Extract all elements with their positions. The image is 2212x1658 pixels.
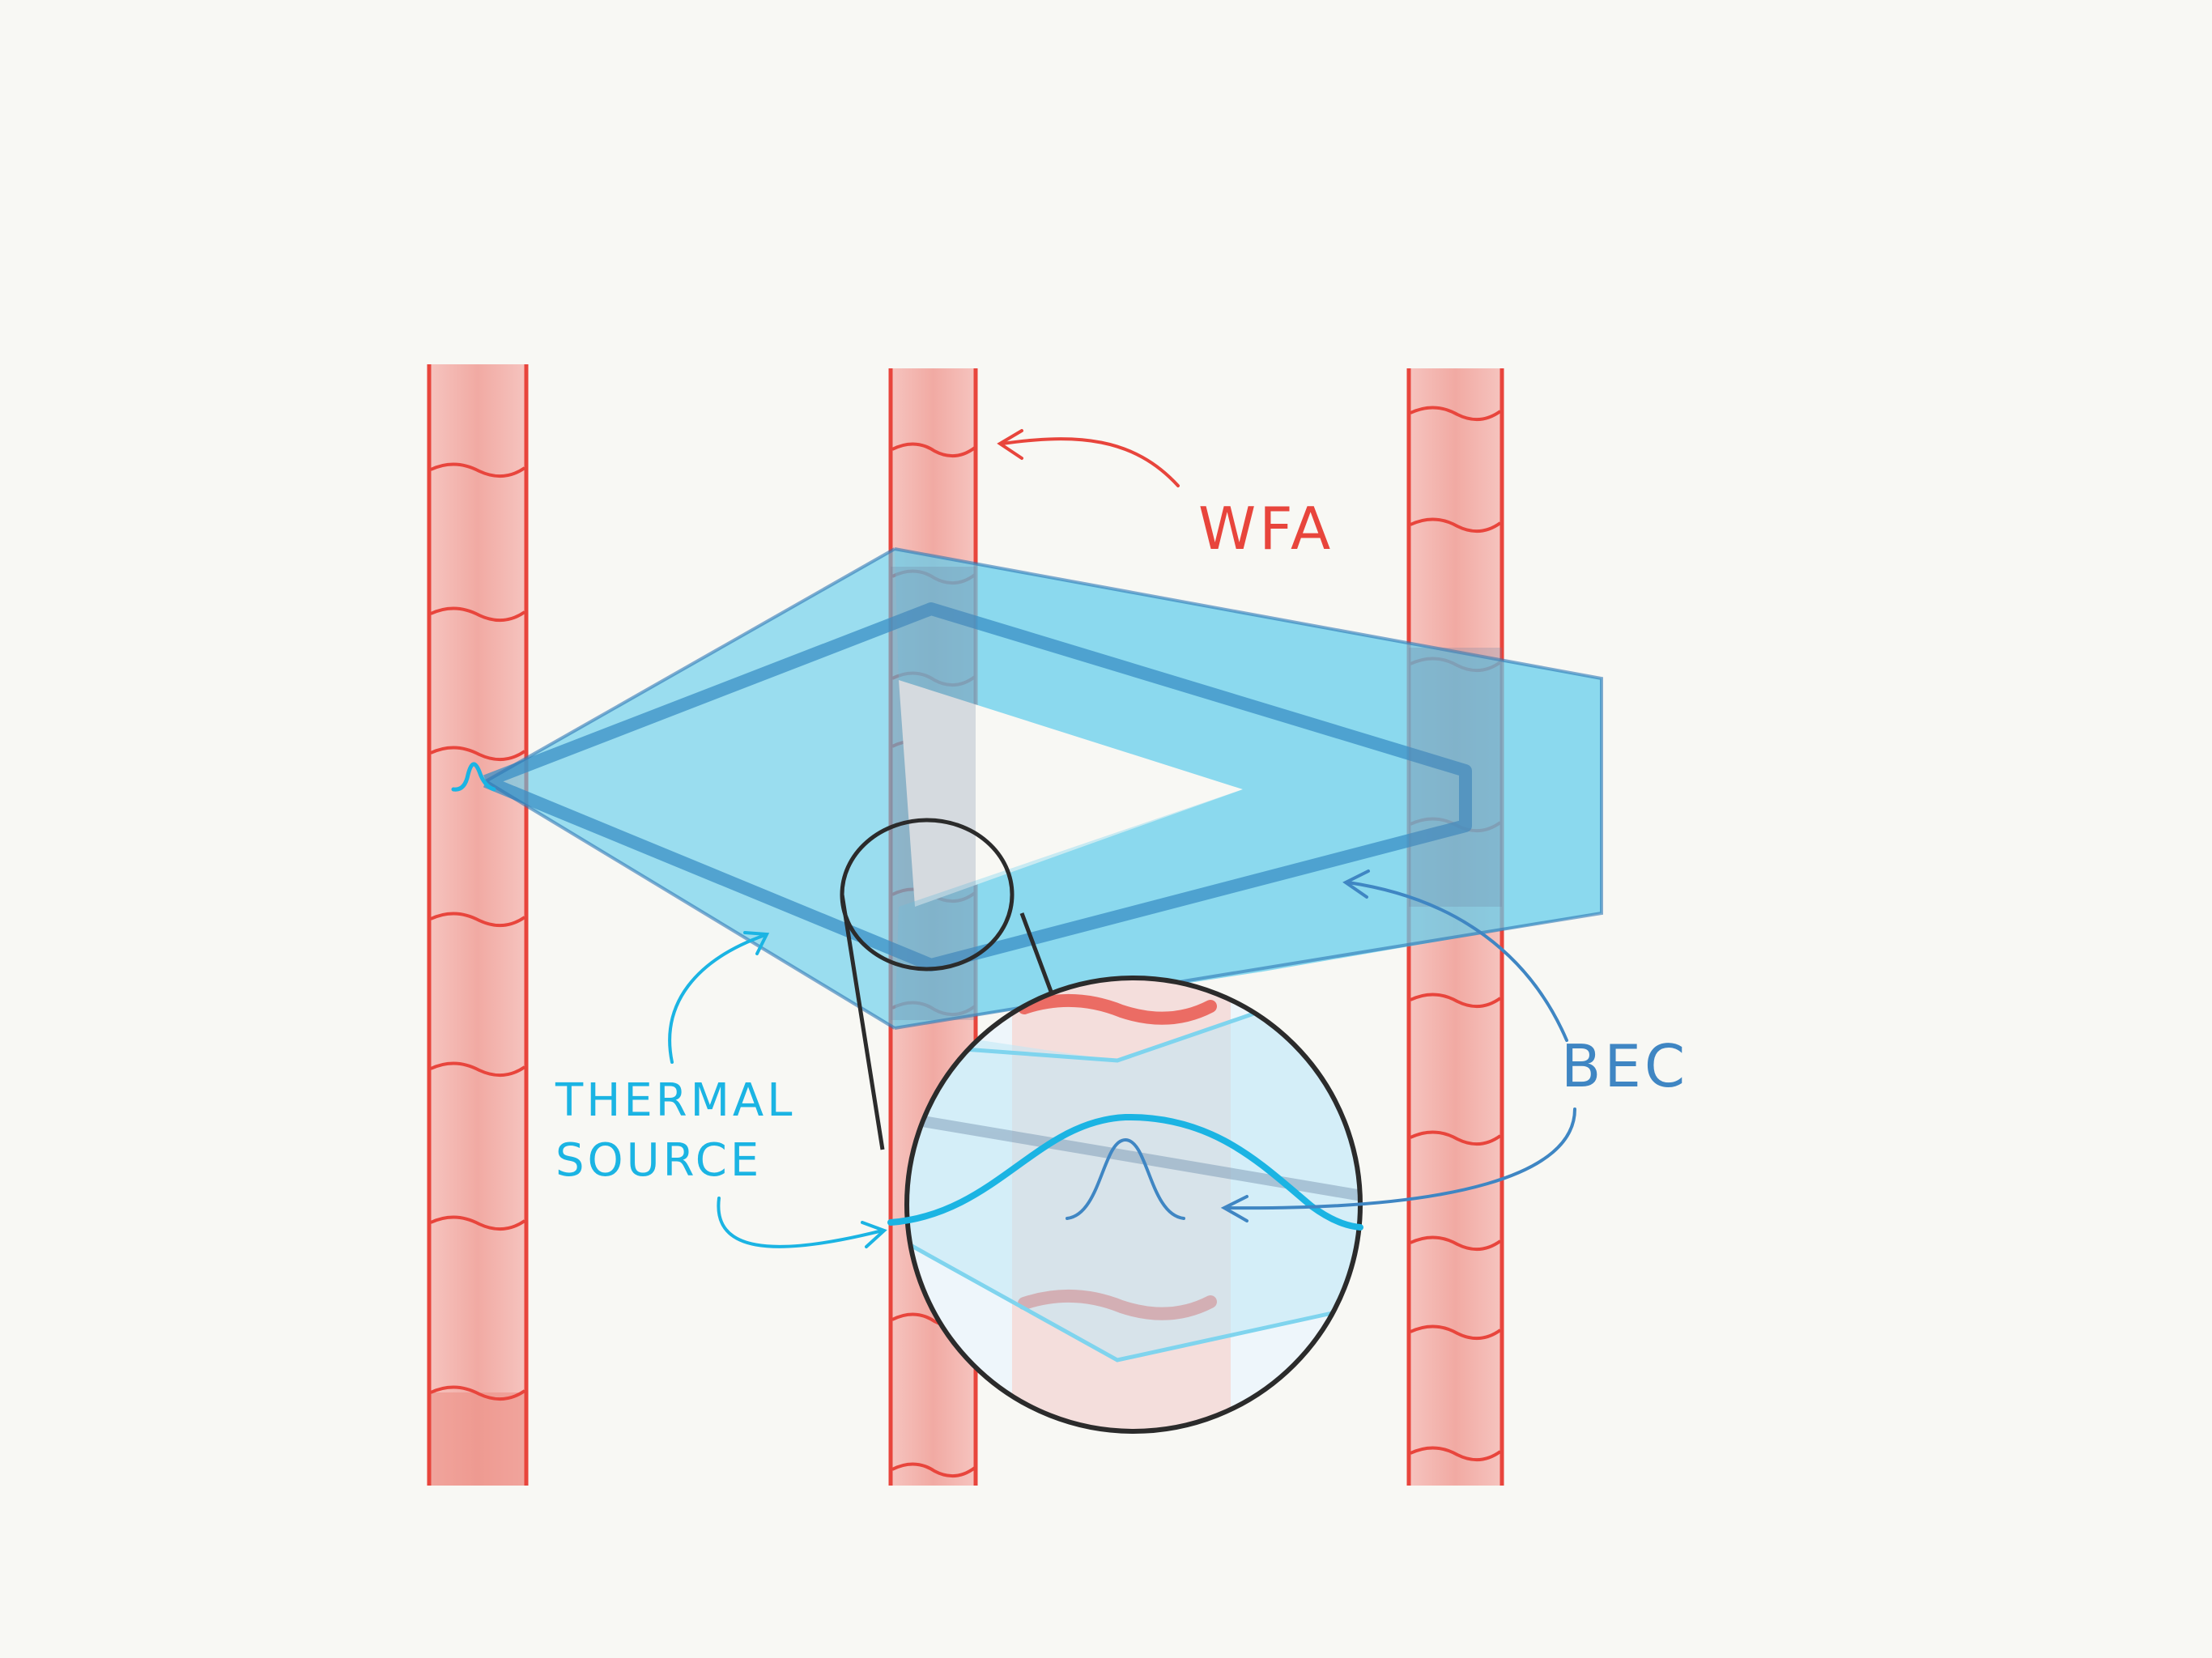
bec-label: BEC bbox=[1561, 1032, 1688, 1100]
thermal-source-label-line2: SOURCE bbox=[555, 1134, 762, 1187]
wfa-label: WFA bbox=[1198, 495, 1334, 563]
source-peak-icon bbox=[451, 762, 496, 792]
bec-peak-icon bbox=[1066, 1137, 1185, 1220]
bec-arrow-upper bbox=[1342, 869, 1568, 1042]
thermal-arrow-lower bbox=[717, 1197, 887, 1248]
wfa-arrow bbox=[997, 429, 1180, 487]
thermal-arrow-upper bbox=[668, 931, 770, 1064]
bec-arrow-lower bbox=[1220, 1107, 1576, 1222]
thermal-source-label-line1: THERMAL bbox=[555, 1074, 795, 1127]
thermal-distribution-icon bbox=[887, 1113, 1363, 1231]
interferometer-beam bbox=[483, 547, 1603, 1030]
pillar-left bbox=[427, 364, 529, 1486]
magnifier-lens bbox=[840, 818, 1363, 1434]
